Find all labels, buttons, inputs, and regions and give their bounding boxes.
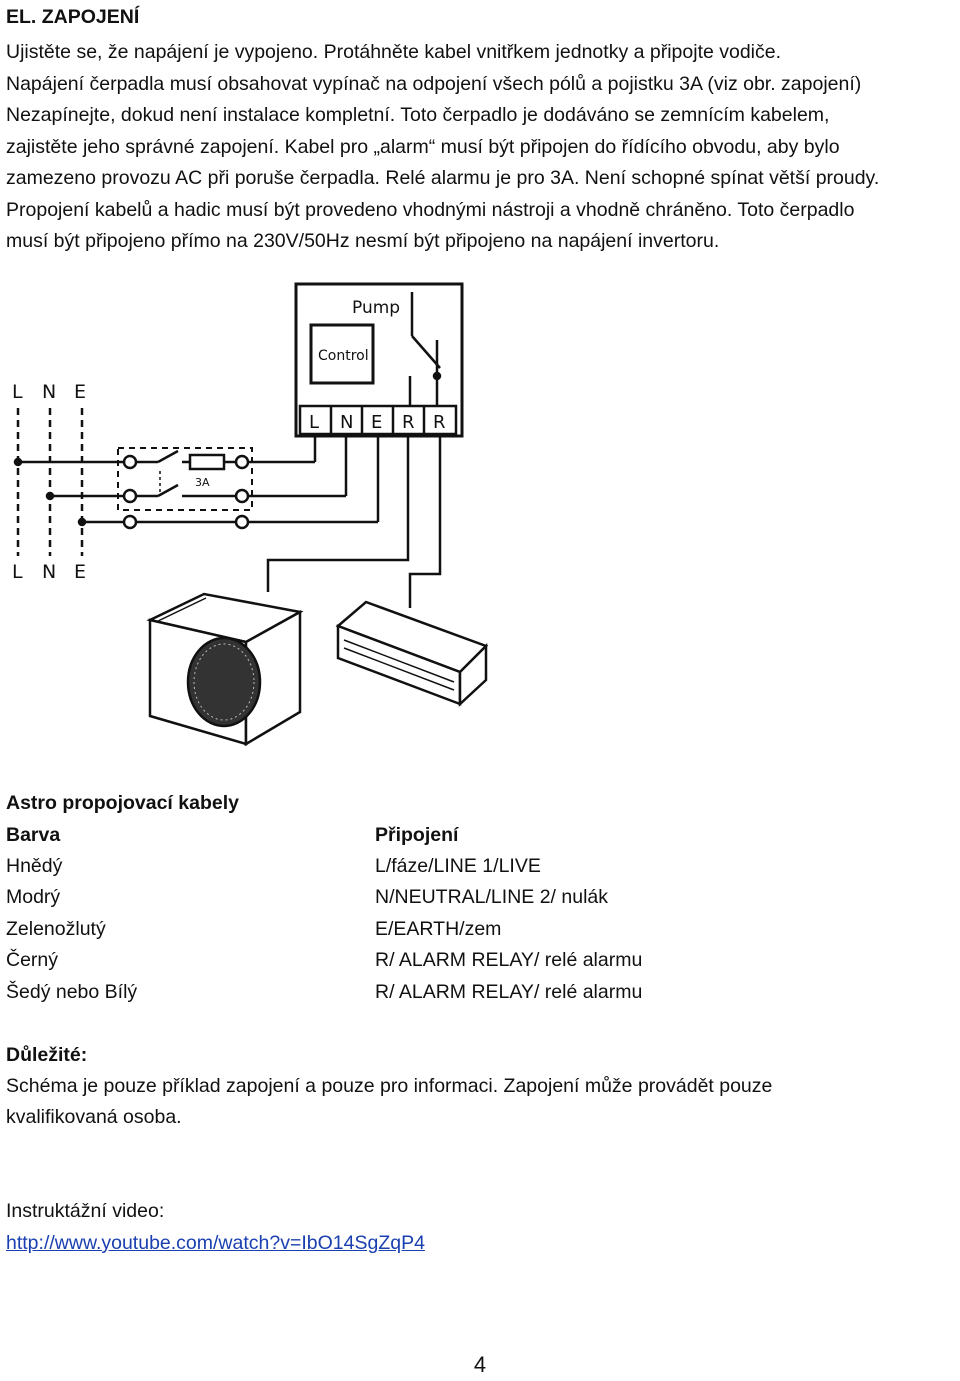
top-label-n: N: [42, 381, 56, 403]
outdoor-unit-icon: [146, 592, 304, 747]
intro-line: Nezapínejte, dokud není instalace komple…: [6, 104, 830, 126]
indoor-unit-icon: [335, 600, 489, 707]
fuse: [188, 453, 226, 471]
intro-line: musí být připojeno přímo na 230V/50Hz ne…: [6, 230, 720, 252]
terminal-label-l: L: [309, 412, 319, 433]
control-label: Control: [318, 348, 369, 364]
bottom-label-l: L: [12, 561, 23, 583]
cable-connection: E/EARTH/zem: [375, 918, 502, 940]
video-link[interactable]: http://www.youtube.com/watch?v=IbO14SgZq…: [6, 1232, 425, 1254]
bottom-label-n: N: [42, 561, 56, 583]
intro-paragraph: Ujistěte se, že napájení je vypojeno. Pr…: [6, 37, 956, 258]
col-header-color: Barva: [6, 824, 61, 846]
cable-color: Modrý: [6, 886, 61, 908]
page-number: 4: [473, 1352, 487, 1377]
bottom-label-e: E: [74, 561, 86, 583]
intro-line: zamezeno provozu AC při poruše čerpadla.…: [6, 167, 880, 189]
intro-line: Ujistěte se, že napájení je vypojeno. Pr…: [6, 41, 782, 63]
wiring-diagram: Pump Control L N E R R L N E L N E: [12, 282, 489, 747]
cable-color: Šedý nebo Bílý: [6, 981, 138, 1003]
cable-color: Hnědý: [6, 855, 63, 877]
important-title: Důležité:: [6, 1044, 88, 1066]
top-label-e: E: [74, 381, 86, 403]
video-label: Instruktážní video:: [6, 1200, 165, 1222]
pump-label: Pump: [352, 298, 400, 318]
isolator-enclosure: [117, 447, 253, 511]
cable-connection: N/NEUTRAL/LINE 2/ nulák: [375, 886, 609, 908]
cable-color: Zelenožlutý: [6, 918, 106, 940]
terminal-label-n: N: [340, 412, 353, 433]
intro-line: Napájení čerpadla musí obsahovat vypínač…: [6, 72, 862, 95]
fuse-label: 3A: [195, 476, 210, 489]
intro-line: zajistěte jeho správné zapojení. Kabel p…: [6, 135, 840, 158]
section-heading: EL. ZAPOJENÍ: [6, 6, 140, 28]
important-text: Schéma je pouze příklad zapojení a pouze…: [6, 1075, 773, 1097]
important-text: kvalifikovaná osoba.: [6, 1106, 182, 1128]
cable-connection: L/fáze/LINE 1/LIVE: [375, 855, 541, 877]
cable-connection: R/ ALARM RELAY/ relé alarmu: [375, 981, 643, 1003]
cables-title: Astro propojovací kabely: [6, 792, 239, 814]
intro-line: Propojení kabelů a hadic musí být proved…: [6, 198, 855, 221]
control-box: [309, 323, 375, 385]
terminal-label-e: E: [371, 412, 382, 433]
top-label-l: L: [12, 381, 23, 403]
col-header-connection: Připojení: [375, 824, 459, 846]
cable-color: Černý: [6, 949, 59, 971]
cable-connection: R/ ALARM RELAY/ relé alarmu: [375, 949, 643, 971]
terminal-label-r1: R: [402, 412, 415, 433]
terminal-label-r2: R: [433, 412, 446, 433]
